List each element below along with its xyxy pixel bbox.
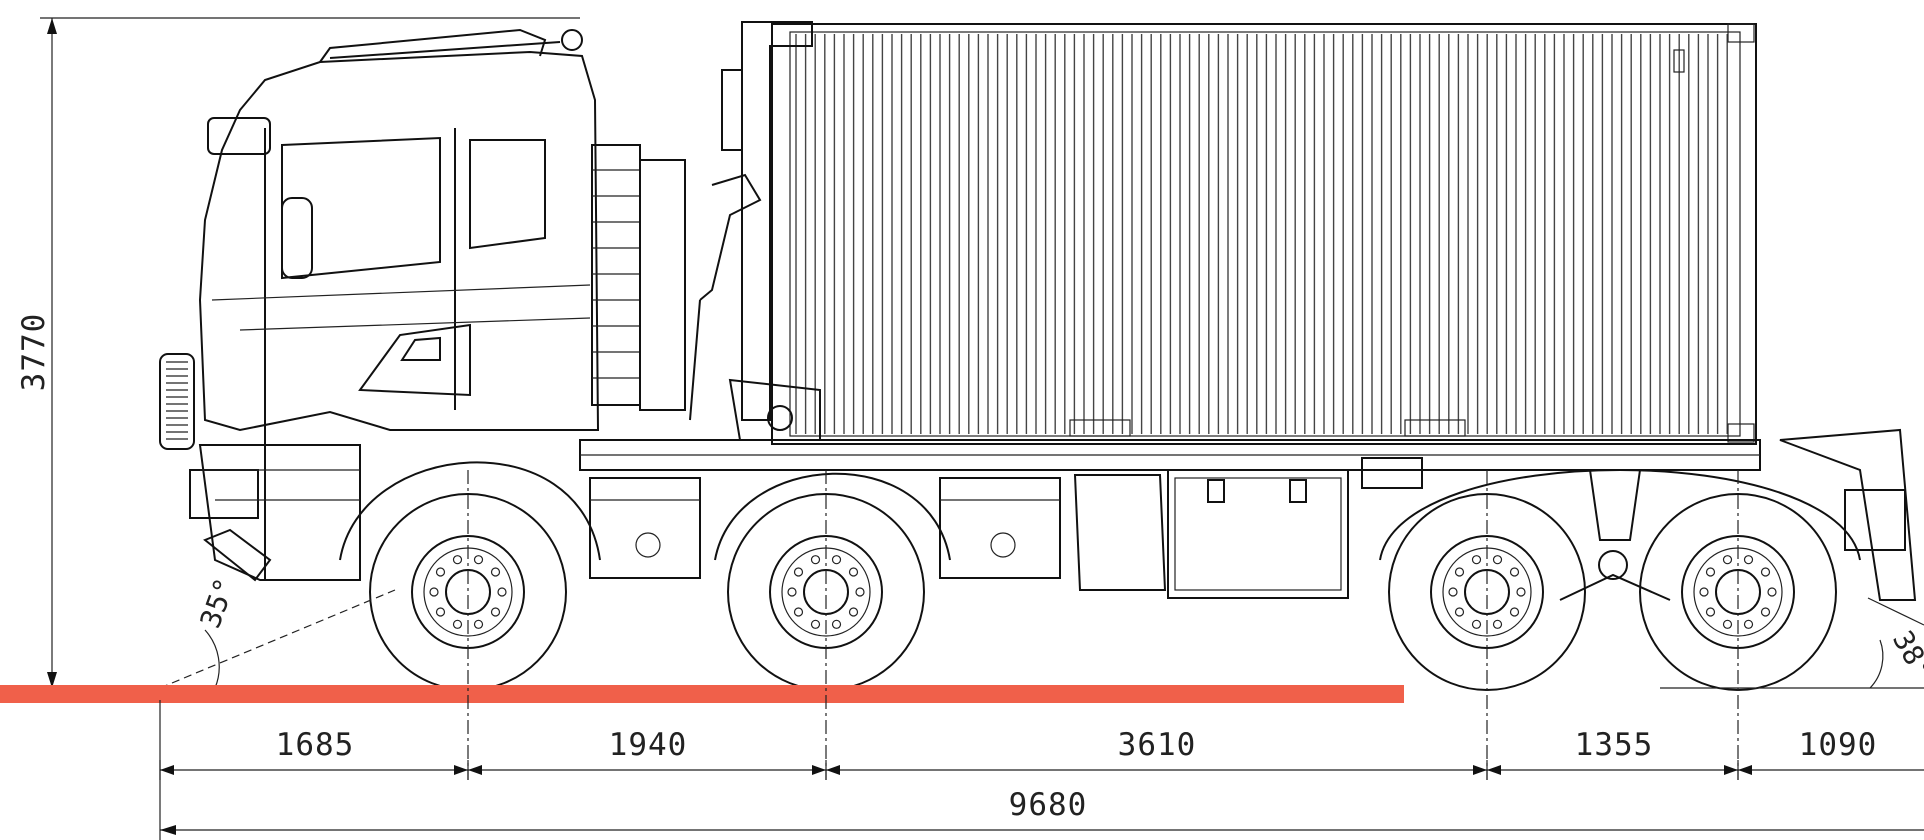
dimension-arrow <box>1738 765 1752 775</box>
dimension-arrow <box>160 765 174 775</box>
height-label: 3770 <box>16 313 52 392</box>
wheel-bolt <box>473 555 484 565</box>
dimension-1685: 1685 <box>276 727 355 763</box>
dimension-1090: 1090 <box>1799 727 1878 763</box>
wheel-bolt <box>787 587 797 597</box>
side-equipment <box>589 457 1423 599</box>
wheel-bolt <box>473 619 484 629</box>
wheel-bolt <box>810 555 821 565</box>
wheel-bolt <box>1454 607 1465 617</box>
axle-centre-lines <box>467 470 1739 780</box>
approach-angle: 35° <box>159 574 430 689</box>
dimension-1355: 1355 <box>1575 727 1654 763</box>
dimension-arrow <box>812 765 826 775</box>
wheel-bolt <box>490 607 501 617</box>
wheel-bolt <box>793 567 804 577</box>
wheel-bolt <box>1705 567 1716 577</box>
height-dimension: 3770 <box>16 17 580 689</box>
dimension-arrow <box>1724 765 1738 775</box>
cab <box>159 28 686 582</box>
wheel-bolt <box>1471 619 1482 629</box>
wheel-bolt <box>1509 607 1520 617</box>
dimension-arrow <box>1487 765 1501 775</box>
wheel-bolt <box>1699 587 1709 597</box>
wheel-bolt <box>1509 567 1520 577</box>
cab-ladder <box>592 169 640 379</box>
dimension-9680: 9680 <box>1009 787 1088 823</box>
wheel-bolt <box>429 587 439 597</box>
wheel-bolt <box>1722 555 1733 565</box>
wheel-bolt <box>1492 619 1503 629</box>
wheel-bolt <box>831 555 842 565</box>
wheel-bolt <box>497 587 507 597</box>
dimension-arrow <box>826 765 840 775</box>
wheel-bolt <box>435 607 446 617</box>
wheel-bolt <box>848 567 859 577</box>
rear-suspension <box>1559 469 1671 601</box>
hook-loader-arm <box>689 21 821 441</box>
wheel-bolt <box>1722 619 1733 629</box>
wheel-bolt <box>1767 587 1777 597</box>
container-ribs <box>795 34 1728 434</box>
wheel-bolt <box>848 607 859 617</box>
wheel-bolt <box>1760 567 1771 577</box>
ground-highlight-bar <box>0 685 1404 703</box>
dimension-arrow <box>468 765 482 775</box>
overall-length-dimension: 9680 <box>160 787 1924 835</box>
dimension-arrow <box>1473 765 1487 775</box>
wheel-bolt <box>1760 607 1771 617</box>
wheel-bolt <box>793 607 804 617</box>
approach-angle-label: 35° <box>194 574 242 633</box>
wheel-bolt <box>1516 587 1526 597</box>
wheel-bolt <box>855 587 865 597</box>
front-grille <box>166 361 188 440</box>
wheel-bolt <box>1705 607 1716 617</box>
wheel-bolt <box>1471 555 1482 565</box>
wheel-bolt <box>435 567 446 577</box>
wheel-bolt <box>452 619 463 629</box>
wheel-bolt <box>1448 587 1458 597</box>
dimension-3610: 3610 <box>1118 727 1197 763</box>
wheelbase-dimension-row: 1685 1940 3610 1355 1090 <box>159 700 1924 840</box>
wheel-bolt <box>831 619 842 629</box>
container <box>771 23 1757 445</box>
dimension-1940: 1940 <box>609 727 688 763</box>
wheel-bolt <box>490 567 501 577</box>
wheel-bolt <box>1454 567 1465 577</box>
wheel-arches <box>339 461 1861 561</box>
wheel-bolt <box>1492 555 1503 565</box>
dimension-arrow <box>454 765 468 775</box>
departure-angle-label: 38° <box>1886 625 1924 685</box>
wheel-bolt <box>810 619 821 629</box>
wheel-bolt <box>1743 619 1754 629</box>
wheel-bolt <box>452 555 463 565</box>
chassis-frame <box>579 428 1917 601</box>
wheel-bolt <box>1743 555 1754 565</box>
